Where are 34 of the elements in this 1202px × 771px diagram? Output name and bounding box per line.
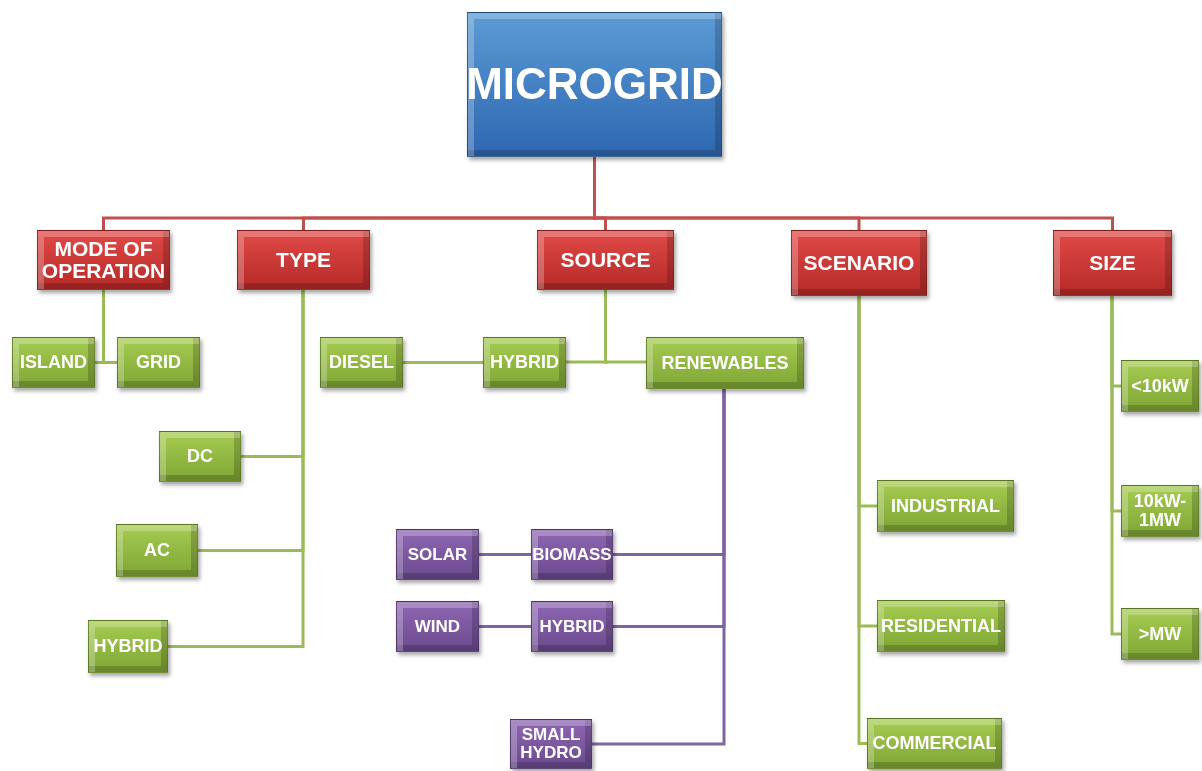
category-box: DIESEL xyxy=(320,337,403,388)
category-box: WIND xyxy=(396,601,479,652)
connector-line xyxy=(857,296,867,745)
connector-line xyxy=(479,625,531,628)
category-box: MODE OF OPERATION xyxy=(37,230,170,290)
category-box: >MW xyxy=(1121,608,1199,660)
category-box: AC xyxy=(116,524,198,577)
category-box: TYPE xyxy=(237,230,370,290)
category-box: BIOMASS xyxy=(531,529,613,580)
category-box: GRID xyxy=(117,337,200,388)
connector-line xyxy=(592,389,726,746)
connector-line xyxy=(102,290,117,364)
connector-line xyxy=(604,290,646,364)
category-box: ISLAND xyxy=(12,337,95,388)
category-box: RENEWABLES xyxy=(646,337,804,389)
category-box: SIZE xyxy=(1053,230,1172,296)
connector-line xyxy=(479,553,531,556)
connector-line xyxy=(1110,296,1121,636)
category-box: DC xyxy=(159,431,241,482)
connector-line xyxy=(403,361,483,364)
connector-line xyxy=(168,290,305,648)
category-box: HYBRID xyxy=(88,620,168,673)
category-box: RESIDENTIAL xyxy=(877,600,1005,652)
root-box: MICROGRID xyxy=(467,12,722,157)
category-box: SMALL HYDRO xyxy=(510,719,592,769)
category-box: HYBRID xyxy=(483,337,566,388)
category-box: SOURCE xyxy=(537,230,674,290)
category-box: SOLAR xyxy=(396,529,479,580)
category-box: 10kW- 1MW xyxy=(1121,485,1199,537)
category-box: <10kW xyxy=(1121,360,1199,412)
category-box: SCENARIO xyxy=(791,230,927,296)
category-box: COMMERCIAL xyxy=(867,718,1002,769)
category-box: HYBRID xyxy=(531,601,613,652)
category-box: INDUSTRIAL xyxy=(877,480,1014,532)
